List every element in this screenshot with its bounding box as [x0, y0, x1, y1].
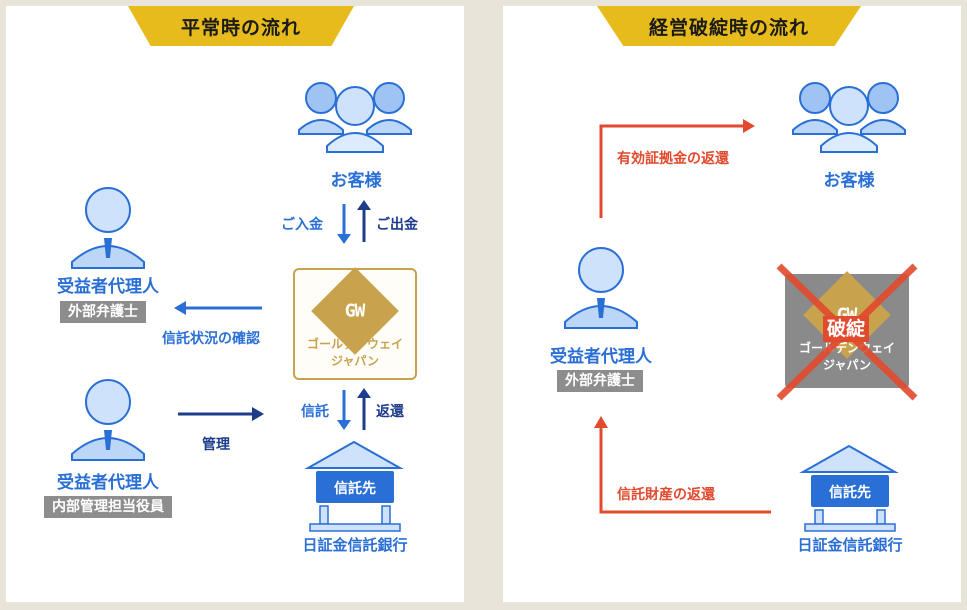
return-arrow [357, 388, 371, 430]
bank-building-icon [799, 444, 899, 532]
trust-label: 信託 [301, 404, 329, 420]
bank-sign: 信託先 [334, 481, 376, 497]
company-name-line1: ゴールデンウェイ [306, 337, 403, 351]
customer-group-icon [792, 82, 906, 153]
failed-company-card: GW ゴールデンウェイ ジャパン 破綻 [776, 263, 918, 401]
trust-check-label: 信託状況の確認 [162, 331, 260, 347]
trust-arrow [337, 390, 351, 430]
agent-top-badge: 外部弁護士 [60, 301, 146, 323]
company-name-line2: ジャパン [822, 358, 871, 372]
agent-badge: 外部弁護士 [557, 370, 643, 392]
agent-bottom-title: 受益者代理人 [57, 473, 159, 493]
bank-name: 日証金信託銀行 [302, 536, 408, 554]
agent-bottom-badge: 内部管理担当役員 [44, 496, 172, 518]
company-card: GW ゴールデンウェイ ジャパン [293, 267, 417, 380]
company-name-line2: ジャパン [330, 354, 379, 368]
panel-title-normal: 平常時の流れ [128, 6, 354, 46]
return-label: 返還 [376, 404, 404, 420]
customer-label: お客様 [823, 171, 875, 191]
person-icon [71, 187, 145, 269]
person-icon [71, 379, 145, 461]
panel-title-failure: 経営破綻時の流れ [597, 6, 861, 46]
normal-flow-graphics [71, 82, 412, 532]
bank-building-icon [304, 440, 404, 532]
manage-label: 管理 [202, 437, 230, 453]
bank-sign: 信託先 [829, 485, 871, 501]
normal-flow-panel: 平常時の流れ [6, 6, 464, 602]
deposit-label: ご入金 [281, 217, 323, 233]
failure-flow-graphics [564, 82, 906, 532]
bank-name: 日証金信託銀行 [797, 536, 903, 554]
customer-label: お客様 [330, 171, 382, 191]
customer-group-icon [298, 82, 412, 153]
deposit-arrow [337, 204, 351, 244]
agent-top-title: 受益者代理人 [57, 277, 159, 297]
margin-return-label: 有効証拠金の返還 [617, 151, 729, 167]
trust-property-return-label: 信託財産の返還 [617, 487, 715, 503]
margin-return-arrow [599, 119, 755, 218]
failure-flow-panel: 経営破綻時の流れ [503, 6, 961, 602]
agent-title: 受益者代理人 [550, 347, 652, 367]
withdraw-label: ご出金 [376, 217, 418, 233]
failure-label: 破綻 [823, 316, 870, 342]
trust-property-return-arrow [594, 416, 771, 514]
trust-check-arrow [174, 301, 262, 315]
manage-arrow [178, 407, 264, 421]
person-icon [564, 247, 638, 329]
withdraw-arrow [357, 200, 371, 242]
